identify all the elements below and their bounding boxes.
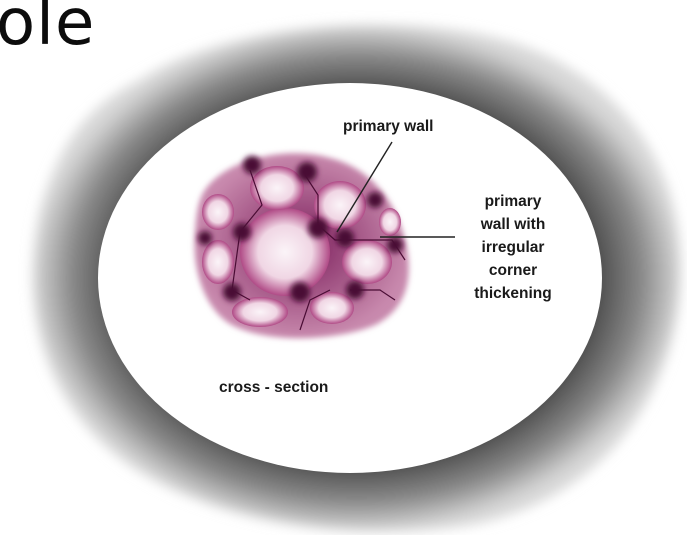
cell-lumen: [202, 194, 234, 230]
corner-thickening: [367, 192, 383, 208]
corner-label-line: corner: [489, 262, 537, 279]
corner-label-line: primary: [485, 193, 542, 210]
corner-thickening: [336, 229, 354, 247]
cell-lumen: [202, 240, 234, 284]
corner-thickening: [243, 156, 261, 174]
corner-thickening: [346, 281, 364, 299]
corner-label-line: irregular: [482, 239, 545, 256]
corner-thickening: [223, 283, 241, 301]
corner-label-line: thickening: [474, 285, 552, 302]
cell-lumen: [232, 297, 288, 327]
corner-thickening: [290, 282, 310, 302]
corner-thickening: [198, 231, 212, 245]
corner-thickening-label: primary wall with irregular corner thick…: [474, 193, 552, 302]
cell-lumen: [379, 208, 401, 236]
corner-thickening: [387, 237, 403, 253]
corner-label-line: wall with: [480, 216, 546, 233]
primary-wall-label: primary wall: [343, 118, 433, 135]
corner-thickening: [308, 218, 328, 238]
cross-section-caption: cross - section: [219, 379, 328, 396]
corner-thickening: [297, 162, 317, 182]
corner-thickening: [233, 223, 251, 241]
cell-lumen: [342, 240, 392, 284]
cell-lumen: [250, 166, 304, 210]
